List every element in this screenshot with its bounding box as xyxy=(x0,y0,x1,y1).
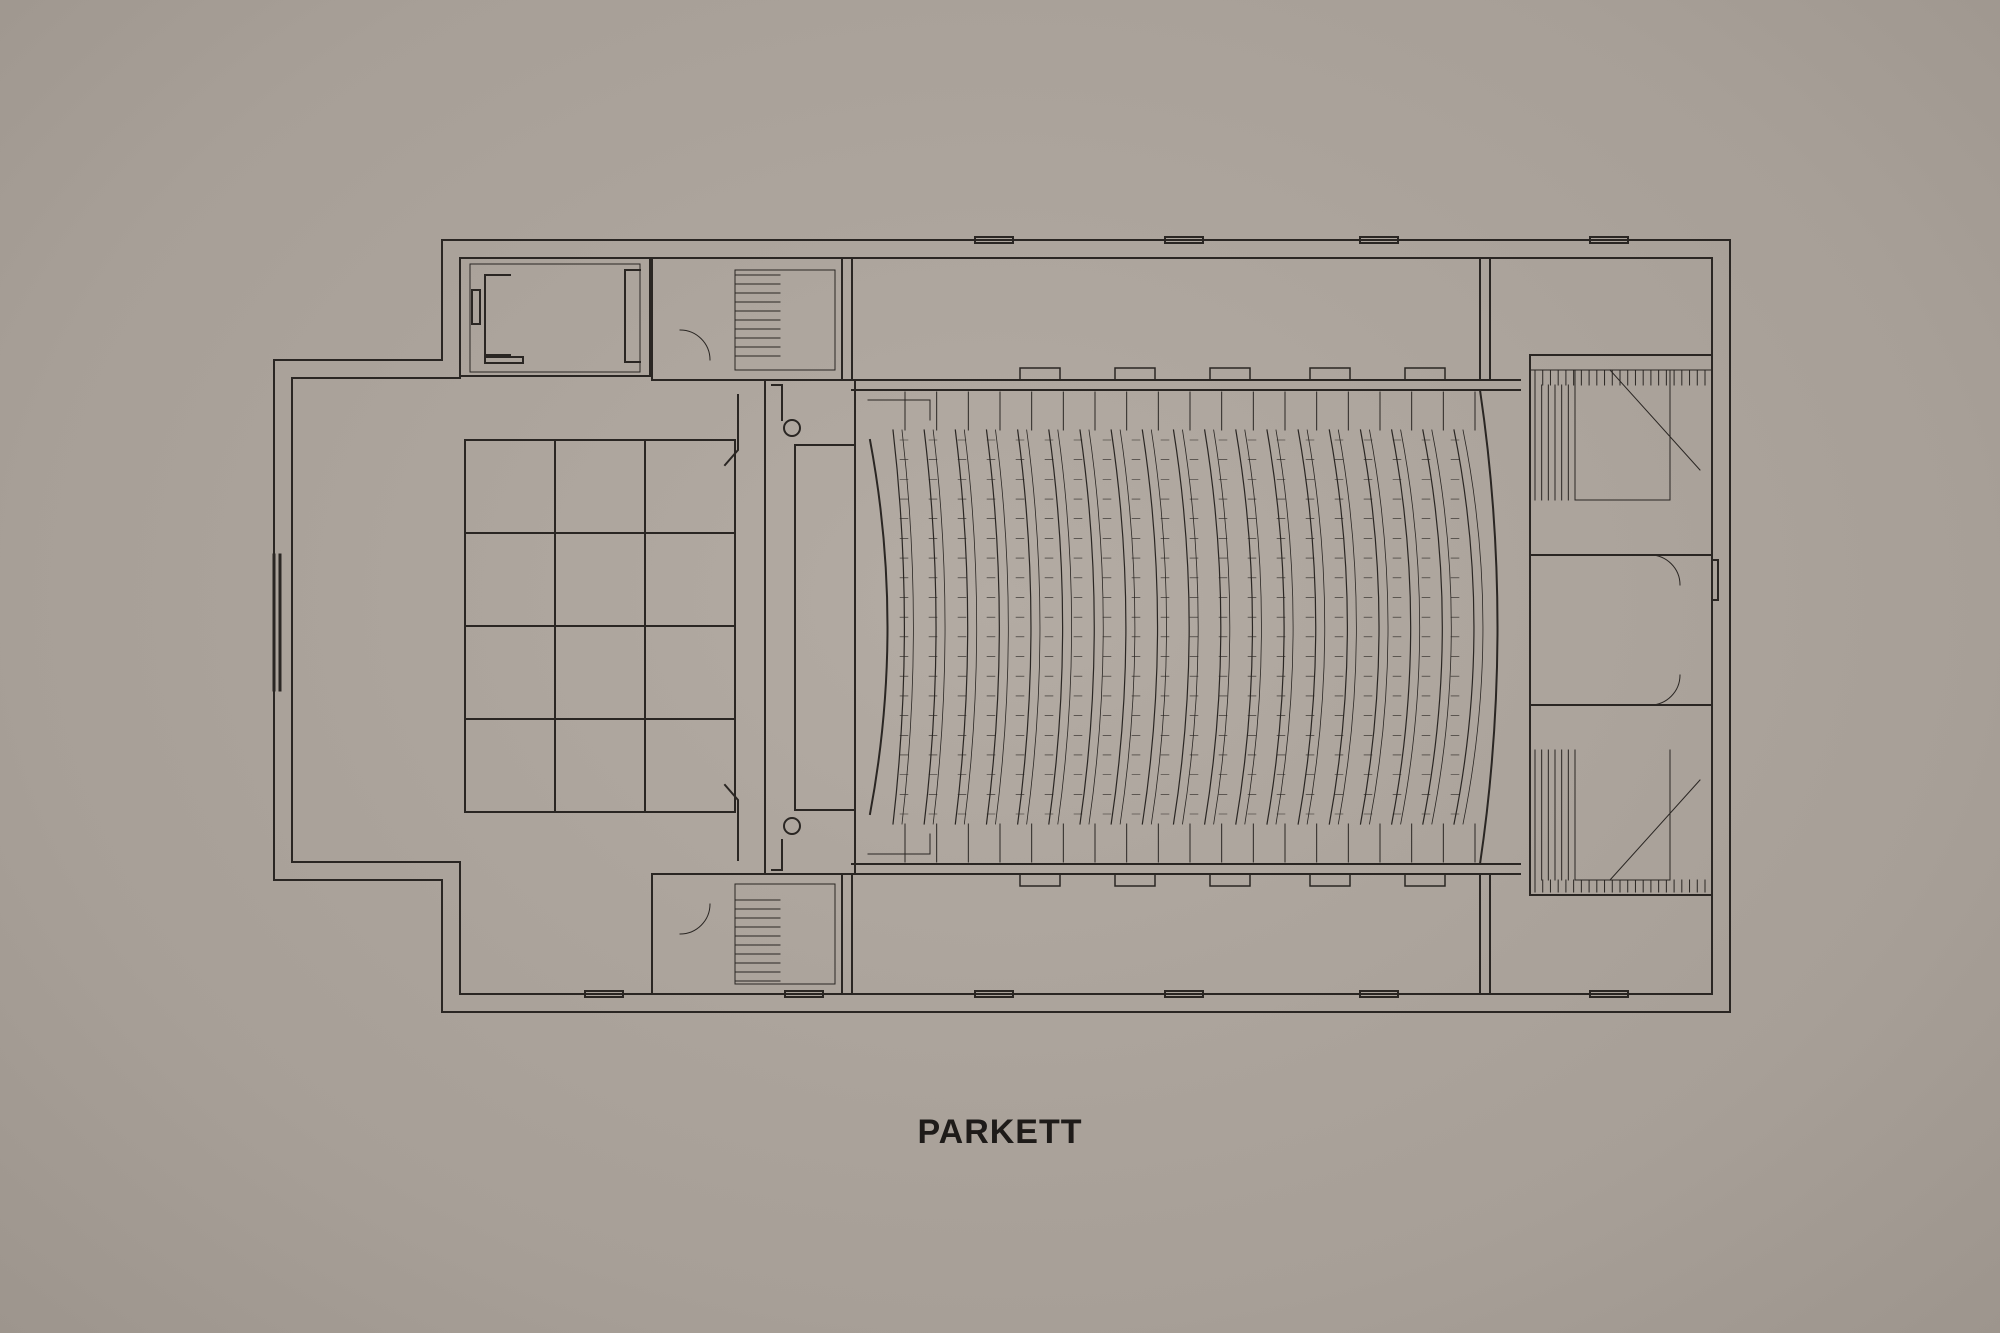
seat-row-back xyxy=(1306,429,1326,825)
seat-row-back xyxy=(1462,429,1484,825)
seat-row xyxy=(1453,429,1475,825)
window xyxy=(1589,236,1629,244)
seat-row-back xyxy=(1057,429,1073,825)
orchestra-pit xyxy=(867,399,931,855)
column xyxy=(1209,873,1251,887)
stage-grid xyxy=(464,439,736,813)
seat-row xyxy=(1203,429,1222,825)
seat-row-back xyxy=(1213,429,1231,825)
seat-row xyxy=(1048,429,1064,825)
seat-row-back xyxy=(995,429,1009,825)
windows xyxy=(484,236,1719,998)
auditorium-outline xyxy=(854,389,1499,865)
column xyxy=(1309,367,1351,381)
seat-row xyxy=(1266,429,1285,825)
seat-row-back xyxy=(932,429,946,825)
column xyxy=(1309,873,1351,887)
left-stair-treads xyxy=(734,274,781,982)
plan-caption: PARKETT xyxy=(917,1113,1083,1151)
wall-columns xyxy=(1019,367,1446,887)
seat-row xyxy=(1016,429,1032,825)
seat-row-back xyxy=(1026,429,1041,825)
seat-row xyxy=(1390,429,1412,825)
column xyxy=(1404,367,1446,381)
column xyxy=(1209,367,1251,381)
seat-row xyxy=(985,429,1000,825)
seat-row xyxy=(1235,429,1254,825)
seat-row xyxy=(923,429,937,825)
stage-loading-door xyxy=(272,553,282,692)
seat-row-back xyxy=(1150,429,1167,825)
seat-row xyxy=(1297,429,1317,825)
seat-row xyxy=(1359,429,1380,825)
seat-row xyxy=(1172,429,1190,825)
seat-row-back xyxy=(1337,429,1357,825)
seat-row-back xyxy=(1369,429,1389,825)
seat-row-back xyxy=(1431,429,1452,825)
window xyxy=(1359,990,1399,998)
window xyxy=(974,990,1014,998)
window xyxy=(1711,559,1719,601)
column xyxy=(1404,873,1446,887)
column xyxy=(1019,873,1061,887)
seat-row xyxy=(1328,429,1348,825)
seat-row xyxy=(1079,429,1095,825)
seat-row xyxy=(1110,429,1127,825)
seat-row-back xyxy=(901,429,914,825)
column xyxy=(1019,367,1061,381)
upper-left-rooms xyxy=(459,257,843,381)
window xyxy=(974,236,1014,244)
seat-row-back xyxy=(1400,429,1421,825)
seat-row-back xyxy=(1244,429,1262,825)
seat-row-back xyxy=(1275,429,1294,825)
seat-row xyxy=(1141,429,1159,825)
auditorium-seating xyxy=(892,391,1484,863)
window xyxy=(1164,236,1204,244)
right-stair-lower xyxy=(1529,704,1713,896)
seat-row-back xyxy=(1088,429,1104,825)
right-lobby xyxy=(1529,554,1713,706)
window xyxy=(1359,236,1399,244)
window xyxy=(484,356,524,364)
seat-row xyxy=(954,429,969,825)
window xyxy=(784,990,824,998)
proscenium xyxy=(723,379,856,875)
window xyxy=(1589,990,1629,998)
seat-row xyxy=(892,429,905,825)
window xyxy=(584,990,624,998)
lower-left-rooms xyxy=(651,873,843,995)
right-stair-upper xyxy=(1529,354,1713,556)
seat-row-back xyxy=(1119,429,1136,825)
column xyxy=(1114,873,1156,887)
seat-row xyxy=(1422,429,1443,825)
window xyxy=(1164,990,1204,998)
seat-row-back xyxy=(1182,429,1199,825)
column xyxy=(1114,367,1156,381)
seat-row-back xyxy=(963,429,978,825)
